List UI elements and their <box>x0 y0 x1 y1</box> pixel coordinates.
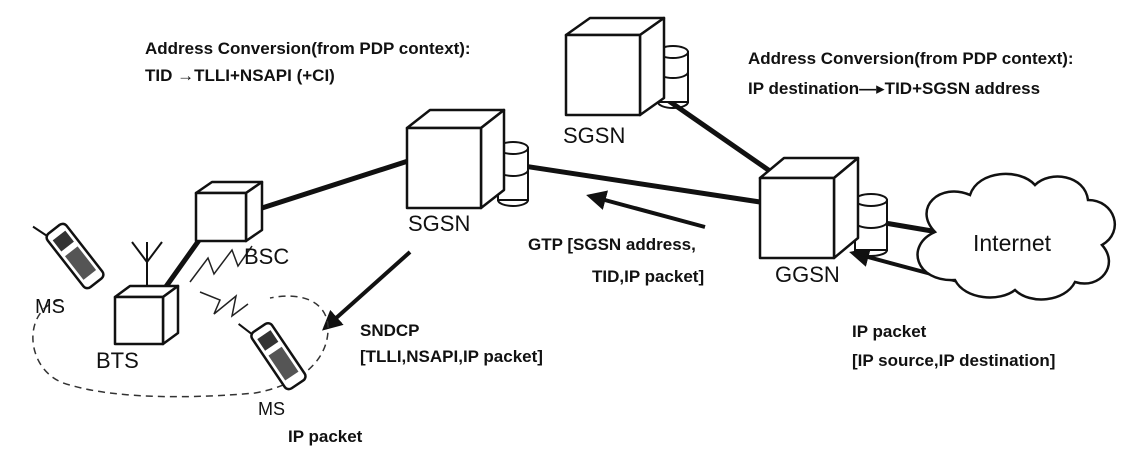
sgsn-top-label: SGSN <box>563 123 626 148</box>
right-conversion-line1: Address Conversion(from PDP context): <box>748 49 1074 68</box>
mobile-phone-icon <box>237 321 307 391</box>
sndcp-label-line2: [TLLI,NSAPI,IP packet] <box>360 347 543 366</box>
radio-signal-icon <box>189 245 253 318</box>
right-conversion-line2: IP destination—▸TID+SGSN address <box>748 79 1041 98</box>
ggsn-label: GGSN <box>775 262 840 287</box>
ip-packet-bottom-label: IP packet <box>288 427 363 446</box>
ms-left-label: MS <box>35 296 65 318</box>
sgsn-mid-node <box>405 108 529 210</box>
left-conversion-line1: Address Conversion(from PDP context): <box>145 39 471 58</box>
gtp-label-line2: TID,IP packet] <box>592 267 705 286</box>
mobile-phone-icon <box>32 222 105 290</box>
cube-node-icon <box>564 16 666 117</box>
link-sgsn-ggsn <box>481 157 763 205</box>
disk-storage-icon <box>854 193 888 257</box>
bts-node <box>113 241 180 346</box>
left-conversion-line2: TID →TLLI+NSAPI (+CI) <box>145 66 335 85</box>
gtp-arrow <box>586 190 706 229</box>
ms-bottom-label: MS <box>258 399 285 419</box>
cube-node-icon <box>405 108 506 210</box>
ip-packet-right-line1: IP packet <box>852 322 927 341</box>
bts-label: BTS <box>96 348 139 373</box>
internet-label: Internet <box>973 230 1051 256</box>
antenna-icon <box>131 241 163 292</box>
sndcp-label-line1: SNDCP <box>360 321 420 340</box>
cube-node-icon <box>113 284 180 346</box>
cloud-icon <box>916 172 1117 301</box>
sgsn-top-node <box>564 16 689 117</box>
gtp-label-line1: GTP [SGSN address, <box>528 235 696 254</box>
cell-boundary <box>32 295 329 398</box>
ggsn-node <box>758 156 888 260</box>
bsc-node <box>194 180 264 243</box>
cube-node-icon <box>758 156 860 260</box>
sgsn-mid-label: SGSN <box>408 211 471 236</box>
bsc-label: BSC <box>244 244 290 269</box>
ip-packet-right-line2: [IP source,IP destination] <box>852 351 1056 370</box>
sndcp-arrow <box>322 250 412 331</box>
